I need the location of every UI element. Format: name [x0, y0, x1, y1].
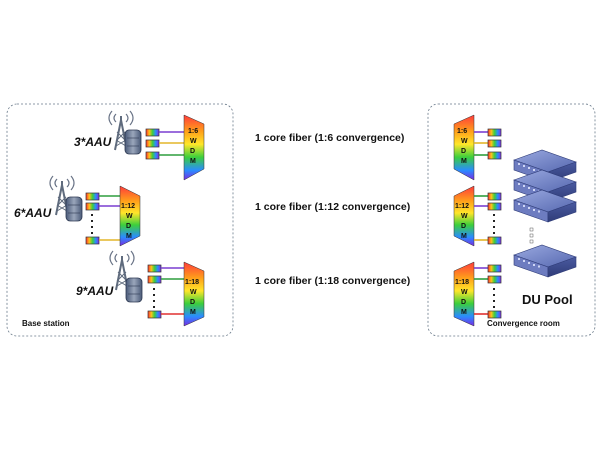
wdm-letter-d: D	[461, 223, 466, 230]
wdm-multiplexer-icon	[183, 114, 205, 181]
group-3-aau: 3*AAU 1:6 W D M 1 core fiber (1:6 conver…	[74, 110, 502, 181]
wdm-ratio: 1:12	[121, 203, 135, 210]
du-pool-label: DU Pool	[522, 292, 573, 307]
wdm-ratio: 1:6	[188, 128, 198, 135]
wdm-multiplexer-icon	[183, 261, 205, 327]
wdm-letter-m: M	[461, 309, 467, 316]
wdm-letter-w: W	[461, 138, 468, 145]
wdm-letter-m: M	[190, 158, 196, 165]
group-6-aau: 6*AAU 1:12 W D M 1 core fiber (1:12 conv…	[14, 175, 502, 247]
fiber-label: 1 core fiber (1:18 convergence)	[255, 275, 410, 287]
aau-radio-icon	[125, 277, 143, 303]
wdm-letter-d: D	[190, 148, 195, 155]
optical-module-icon	[487, 128, 502, 160]
optical-module-icon	[145, 128, 160, 160]
fiber-label: 1 core fiber (1:6 convergence)	[255, 132, 404, 144]
server-rack-icon	[513, 244, 577, 278]
convergence-room-container	[427, 103, 596, 337]
wdm-letter-d: D	[126, 223, 131, 230]
wdm-letter-d: D	[461, 148, 466, 155]
wdm-ratio: 1:18	[455, 279, 469, 286]
wdm-letter-w: W	[126, 213, 133, 220]
aau-count-label: 3*AAU	[74, 135, 112, 149]
wdm-ratio: 1:6	[457, 128, 467, 135]
wdm-demultiplexer-icon	[453, 114, 475, 181]
wdm-ratio: 1:12	[455, 203, 469, 210]
wdm-letter-w: W	[190, 138, 197, 145]
wdm-letter-m: M	[461, 233, 467, 240]
optical-module-icon	[85, 192, 100, 245]
aau-count-label: 9*AAU	[76, 284, 114, 298]
base-station-container	[6, 103, 234, 337]
wdm-demultiplexer-icon	[453, 185, 475, 247]
optical-module-icon	[487, 264, 502, 319]
optical-module-icon	[487, 192, 502, 245]
optical-module-icon	[147, 264, 162, 319]
wdm-letter-w: W	[461, 289, 468, 296]
group-9-aau: 9*AAU 1:18 W D M 1 core fiber (1:18 conv…	[76, 250, 502, 327]
wdm-ratio: 1:18	[185, 279, 199, 286]
aau-radio-icon	[65, 196, 83, 222]
wdm-letter-d: D	[190, 299, 195, 306]
aau-count-label: 6*AAU	[14, 206, 52, 220]
wdm-letter-w: W	[461, 213, 468, 220]
wdm-letter-m: M	[126, 233, 132, 240]
aau-radio-icon	[124, 129, 142, 155]
wdm-demultiplexer-icon	[453, 261, 475, 327]
wdm-letter-d: D	[461, 299, 466, 306]
base-station-label: Base station	[22, 319, 70, 328]
wdm-letter-m: M	[190, 309, 196, 316]
wdm-letter-m: M	[461, 158, 467, 165]
convergence-room-label: Convergence room	[487, 319, 560, 328]
du-pool: DU Pool	[513, 149, 577, 307]
wdm-letter-w: W	[190, 289, 197, 296]
wdm-multiplexer-icon	[119, 185, 141, 247]
fiber-label: 1 core fiber (1:12 convergence)	[255, 201, 410, 213]
